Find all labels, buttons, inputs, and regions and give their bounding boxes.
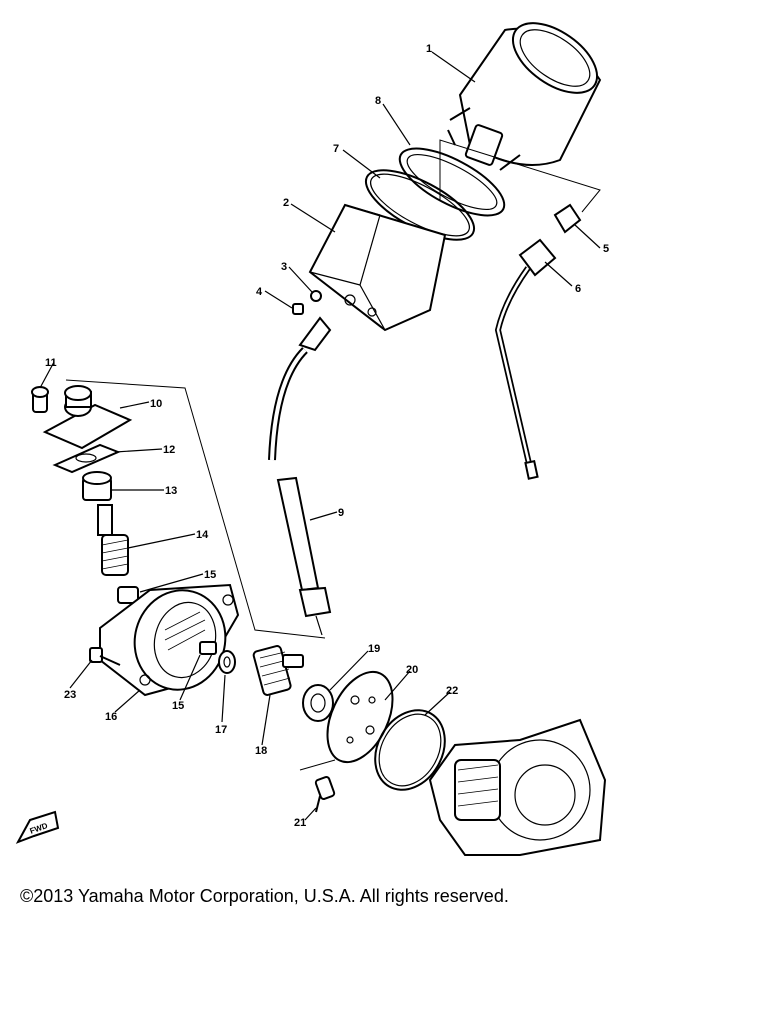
part-10-flange (42, 385, 133, 450)
callout-2: 2 (283, 197, 289, 209)
part-15-collar-upper (117, 586, 139, 604)
part-11-bolt (31, 386, 49, 413)
callout-8: 8 (375, 95, 381, 107)
callout-1: 1 (426, 43, 432, 55)
callout-12: 12 (163, 444, 175, 456)
part-6-cable (494, 238, 557, 480)
callout-21: 21 (294, 817, 306, 829)
part-9-cable (268, 316, 332, 636)
callout-16: 16 (105, 711, 117, 723)
part-14-worm-shaft (97, 504, 129, 576)
callout-10: 10 (150, 398, 162, 410)
callout-9: 9 (338, 507, 344, 519)
part-13-bushing (82, 471, 112, 501)
callout-18: 18 (255, 745, 267, 757)
part-18-gear (252, 645, 304, 696)
callout-4: 4 (256, 286, 263, 298)
callout-20: 20 (406, 664, 418, 676)
part-22-o-ring (374, 709, 446, 791)
part-20-plate (326, 670, 394, 764)
part-3-washer (310, 290, 322, 302)
exploded-parts-diagram: 1 2 3 4 5 6 7 8 9 10 11 12 13 14 15 15 1… (15, 22, 609, 856)
callout-13: 13 (165, 485, 177, 497)
callout-14: 14 (196, 529, 209, 541)
engine-case (428, 718, 607, 856)
part-1-gauge-housing (447, 22, 602, 171)
callout-3: 3 (281, 261, 287, 273)
fwd-arrow-icon: FWD (15, 810, 60, 844)
callout-19: 19 (368, 643, 380, 655)
callout-labels: 1 2 3 4 5 6 7 8 9 10 11 12 13 14 15 15 1… (45, 43, 609, 829)
part-4-screw (292, 303, 304, 315)
callout-22: 22 (446, 685, 458, 697)
callout-5: 5 (603, 243, 609, 255)
part-23-bolt (89, 647, 121, 666)
part-8-gasket (398, 147, 506, 217)
part-21-screw (314, 776, 336, 813)
callout-15-lower: 15 (172, 700, 184, 712)
callout-15-upper: 15 (204, 569, 216, 581)
callout-7: 7 (333, 143, 339, 155)
part-17-washer (218, 650, 236, 674)
part-15-collar-lower (199, 641, 217, 655)
callout-23: 23 (64, 689, 76, 701)
copyright-notice: ©2013 Yamaha Motor Corporation, U.S.A. A… (20, 886, 509, 906)
part-12-gasket (52, 443, 121, 474)
leader-lines (39, 51, 601, 821)
assembly-lines (65, 139, 601, 771)
callout-6: 6 (575, 283, 581, 295)
part-19-collar (302, 684, 334, 722)
part-5-cable-nut (553, 203, 582, 234)
callout-17: 17 (215, 724, 227, 736)
callout-11: 11 (45, 357, 57, 369)
part-2-block-housing (308, 203, 447, 332)
